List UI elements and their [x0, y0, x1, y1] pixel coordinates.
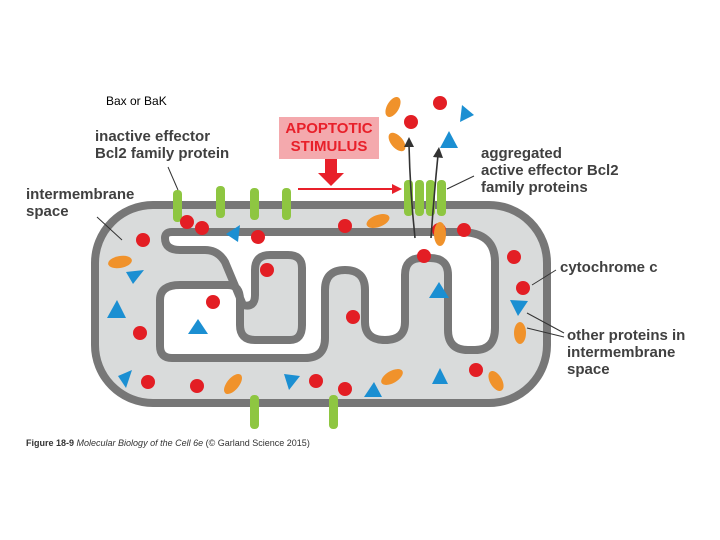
blue-protein	[429, 282, 449, 298]
orange-proteins	[108, 97, 526, 394]
aggregated-effector	[415, 180, 424, 216]
cytochrome-c	[469, 363, 483, 377]
orange-protein	[381, 369, 403, 385]
orange-protein	[434, 222, 446, 246]
cytochrome-c	[404, 115, 418, 129]
orange-protein	[488, 371, 504, 391]
cytochrome-c	[206, 295, 220, 309]
cytochrome-c	[338, 382, 352, 396]
cytochrome-c	[433, 96, 447, 110]
cytochrome-c	[141, 375, 155, 389]
aggregated-effector-proteins	[404, 180, 446, 216]
blue-protein	[432, 368, 448, 384]
orange-protein	[514, 322, 526, 344]
cytochrome-c	[457, 223, 471, 237]
blue-protein	[126, 270, 144, 284]
caption-figure-number: Figure 18-9	[26, 438, 75, 448]
blue-protein	[226, 225, 240, 242]
intermembrane-space-label: intermembrane space	[26, 186, 134, 220]
blue-protein	[118, 370, 132, 388]
inactive-effector	[216, 186, 225, 218]
apoptotic-stimulus-box: APOPTOTIC STIMULUS	[279, 117, 379, 159]
cytochrome-c	[133, 326, 147, 340]
orange-protein	[366, 214, 390, 228]
inactive-effector	[173, 190, 182, 222]
inactive-effector	[329, 395, 338, 429]
aggregated-effector-label: aggregated active effector Bcl2 family p…	[481, 145, 619, 196]
orange-protein	[224, 374, 242, 394]
stimulus-line: APOPTOTIC	[285, 120, 373, 137]
blue-protein	[364, 382, 382, 397]
blue-protein	[460, 105, 474, 122]
label-line: inactive effector	[95, 128, 211, 145]
label-line: intermembrane	[26, 186, 135, 203]
label-line: family proteins	[481, 179, 588, 196]
label-line: space	[567, 361, 610, 378]
inactive-effector-proteins	[173, 186, 338, 429]
label-line: Bcl2 family protein	[95, 145, 230, 162]
caption-credit: (© Garland Science 2015)	[205, 438, 310, 448]
cytochrome-c	[190, 379, 204, 393]
cytochrome-c	[136, 233, 150, 247]
figure-caption: Figure 18-9 Molecular Biology of the Cel…	[26, 438, 310, 448]
cytochrome-c	[195, 221, 209, 235]
label-line: other proteins in	[567, 327, 686, 344]
inactive-effector	[250, 395, 259, 429]
orange-protein	[388, 132, 406, 152]
label-line: active effector Bcl2	[481, 162, 619, 179]
blue-protein	[284, 374, 300, 390]
blue-protein	[188, 319, 208, 334]
orange-protein	[385, 97, 401, 117]
inactive-effector	[250, 188, 259, 220]
stimulus-down-arrow	[318, 159, 344, 186]
orange-protein	[108, 255, 132, 269]
cytochrome-c	[309, 374, 323, 388]
header-label: Bax or BaK	[106, 94, 167, 108]
stimulus-horizontal-arrow	[298, 184, 402, 194]
label-line: aggregated	[481, 145, 562, 162]
inner-membrane	[156, 228, 499, 362]
blue-protein	[107, 300, 126, 318]
cytochrome-c	[507, 250, 521, 264]
stimulus-line: STIMULUS	[290, 138, 368, 155]
cytochrome-c	[251, 230, 265, 244]
cytochrome-c	[260, 263, 274, 277]
cytochrome-c-label: cytochrome c	[560, 259, 658, 276]
label-line: intermembrane	[567, 344, 676, 361]
inactive-effector	[282, 188, 291, 220]
cytochrome-c	[180, 215, 194, 229]
cytochrome-c-molecules	[133, 96, 530, 396]
other-proteins-label: other proteins in intermembrane space	[567, 327, 685, 378]
cytochrome-c	[338, 219, 352, 233]
cytochrome-c	[346, 310, 360, 324]
blue-protein	[440, 131, 458, 148]
blue-proteins	[107, 105, 528, 397]
leader-lines	[96, 166, 565, 338]
aggregated-effector	[437, 180, 446, 216]
blue-protein	[510, 300, 528, 316]
label-line: space	[26, 203, 69, 220]
release-arrows	[408, 144, 439, 239]
cytochrome-c	[417, 249, 431, 263]
caption-title: Molecular Biology of the Cell 6e	[76, 438, 204, 448]
inactive-effector-label: inactive effector Bcl2 family protein	[95, 128, 229, 162]
cytochrome-c	[516, 281, 530, 295]
